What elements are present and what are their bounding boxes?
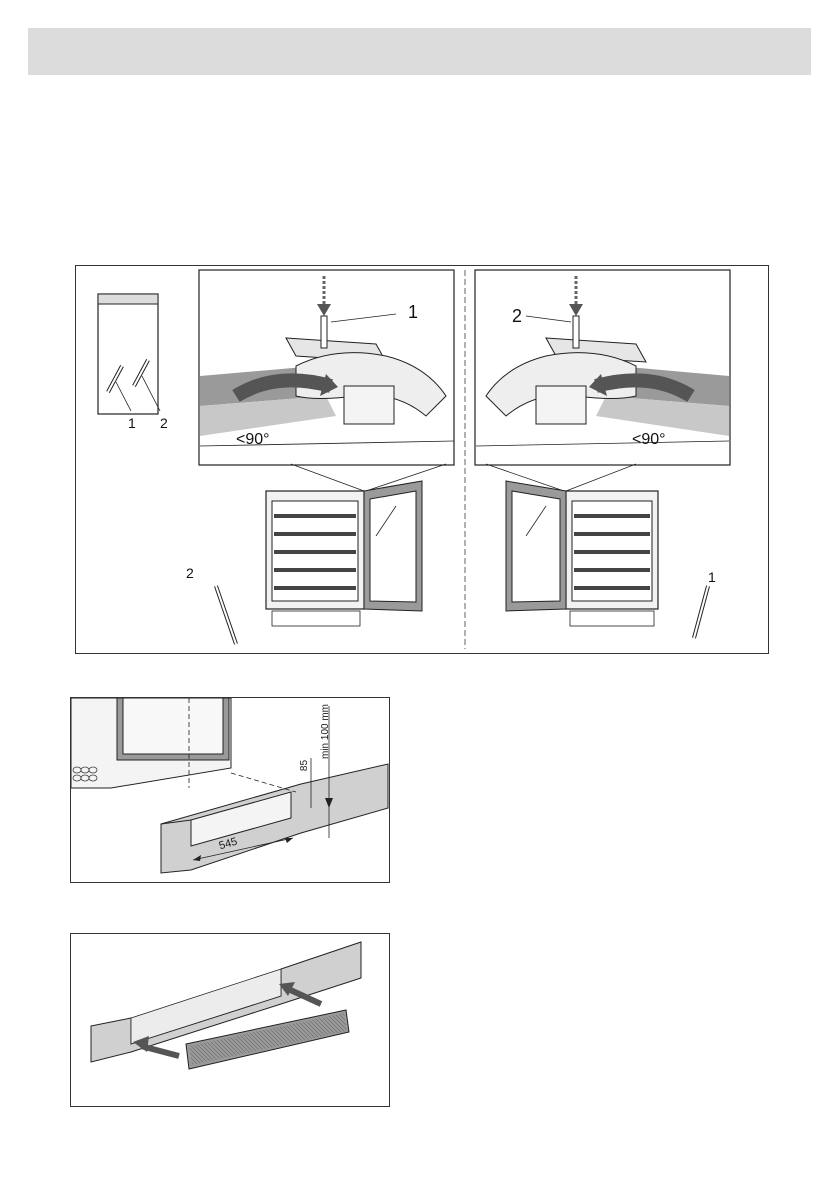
left-detail-callout: 1 — [408, 302, 418, 322]
left-appliance — [216, 481, 422, 644]
right-hinge-detail — [475, 270, 730, 465]
plinth-cutout-figure: 545 85 min 100 mm — [70, 697, 390, 883]
parts-bag-label-1: 1 — [128, 415, 136, 431]
cabinet — [71, 698, 231, 788]
left-appliance-callout: 2 — [186, 565, 194, 581]
plinth-cutout-drawing — [71, 698, 389, 882]
right-detail-callout: 2 — [512, 306, 522, 326]
page-header-bar — [28, 28, 811, 75]
plinth-insert-drawing — [71, 934, 389, 1106]
right-appliance — [506, 481, 708, 638]
plinth-insert-figure — [70, 933, 390, 1107]
plinth-board — [161, 764, 388, 873]
right-detail-angle: <90° — [632, 431, 666, 448]
parts-bag — [98, 294, 160, 414]
right-appliance-callout: 1 — [708, 569, 716, 585]
dim-min-label: min 100 mm — [320, 704, 331, 759]
hinge-reversal-figure: 1 2 1 <90° — [75, 265, 769, 654]
hinge-reversal-drawing: 1 2 1 <90° — [76, 266, 768, 653]
dim-height-label: 85 — [299, 760, 310, 771]
parts-bag-label-2: 2 — [160, 415, 168, 431]
left-detail-angle: <90° — [236, 431, 270, 448]
